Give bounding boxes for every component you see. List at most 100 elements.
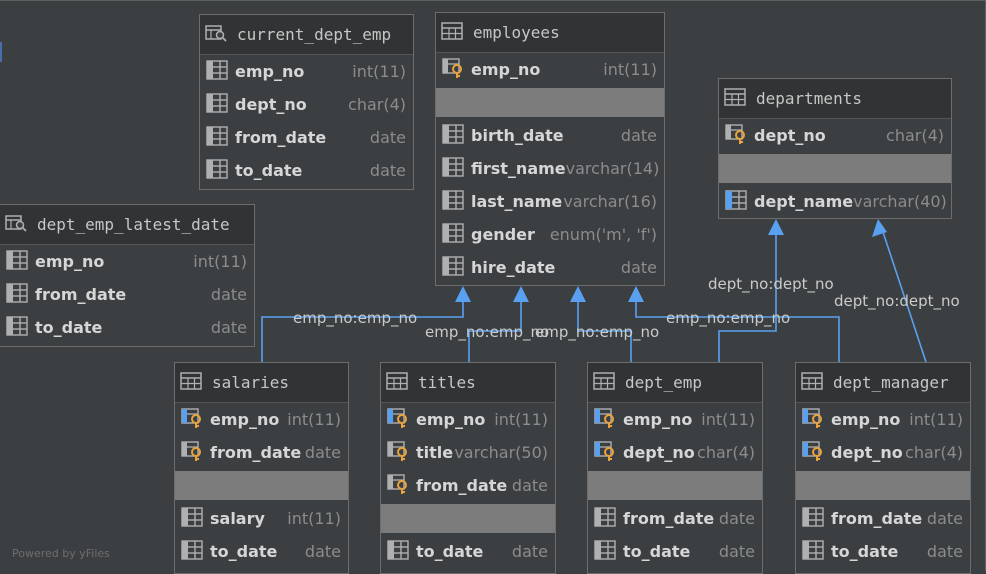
- key-column-icon: [725, 123, 747, 148]
- column-name: to_date: [831, 542, 899, 561]
- column-name: birth_date: [471, 126, 564, 145]
- key-column-icon: [387, 473, 409, 498]
- column-icon: [442, 255, 464, 280]
- label-titles-emp: emp_no:emp_no: [425, 323, 550, 341]
- column-name: emp_no: [831, 410, 901, 429]
- column-name: from_date: [416, 476, 508, 495]
- edge-dept-manager-departments: [880, 225, 927, 363]
- column-icon: [6, 282, 28, 307]
- column-name: to_date: [210, 542, 278, 561]
- column-name: last_name: [471, 192, 563, 211]
- column-name: title: [416, 443, 454, 462]
- column-name: to_date: [35, 318, 103, 337]
- column-icon: [6, 249, 28, 274]
- table-name: dept_manager: [833, 373, 949, 392]
- table-name: dept_emp: [625, 373, 703, 392]
- label-dept-manager-emp: emp_no:emp_no: [666, 309, 791, 327]
- table-name: salaries: [212, 373, 290, 392]
- table-header[interactable]: titles: [381, 363, 555, 403]
- column-type: date: [620, 258, 657, 277]
- table-name: departments: [756, 89, 862, 108]
- column-row[interactable]: emp_no int(11): [796, 403, 970, 436]
- foreign-key-column-icon: [725, 189, 747, 214]
- table-icon: [593, 371, 615, 394]
- column-type: varchar(50): [454, 443, 548, 462]
- key-separator: [719, 154, 951, 183]
- foreign-key-column-icon: [802, 407, 824, 432]
- key-separator: [436, 88, 664, 117]
- table-header[interactable]: dept_manager: [796, 363, 970, 403]
- column-name: from_date: [35, 285, 127, 304]
- column-icon: [594, 539, 616, 564]
- column-name: to_date: [623, 542, 691, 561]
- column-name: emp_no: [623, 410, 693, 429]
- column-type: int(11): [287, 410, 341, 429]
- column-name: dept_name: [754, 192, 854, 211]
- watermark: Powered by yFiles: [12, 547, 110, 560]
- edge-salaries-employees: [261, 294, 464, 362]
- table-header[interactable]: employees: [436, 13, 664, 53]
- table-header[interactable]: departments: [719, 79, 951, 119]
- column-icon: [802, 539, 824, 564]
- column-name: to_date: [235, 161, 303, 180]
- column-name: from_date: [623, 509, 715, 528]
- table-name: dept_emp_latest_date: [37, 215, 230, 234]
- table-header[interactable]: dept_emp: [588, 363, 762, 403]
- table-header[interactable]: salaries: [175, 363, 348, 403]
- canvas-top-border: [0, 0, 986, 1]
- column-name: dept_no: [831, 443, 903, 462]
- table-icon: [724, 87, 746, 110]
- table-icon: [180, 371, 202, 394]
- column-name: from_date: [235, 128, 327, 147]
- edge-dept-emp-departments: [718, 226, 777, 362]
- table-header[interactable]: current_dept_emp: [200, 15, 413, 55]
- column-type: char(4): [348, 95, 406, 114]
- table-name: current_dept_emp: [237, 25, 392, 44]
- foreign-key-column-icon: [594, 407, 616, 432]
- column-icon: [802, 506, 824, 531]
- table-name: employees: [473, 23, 560, 42]
- column-type: date: [511, 476, 548, 495]
- column-type: int(11): [909, 410, 963, 429]
- table-header[interactable]: dept_emp_latest_date: [0, 205, 254, 245]
